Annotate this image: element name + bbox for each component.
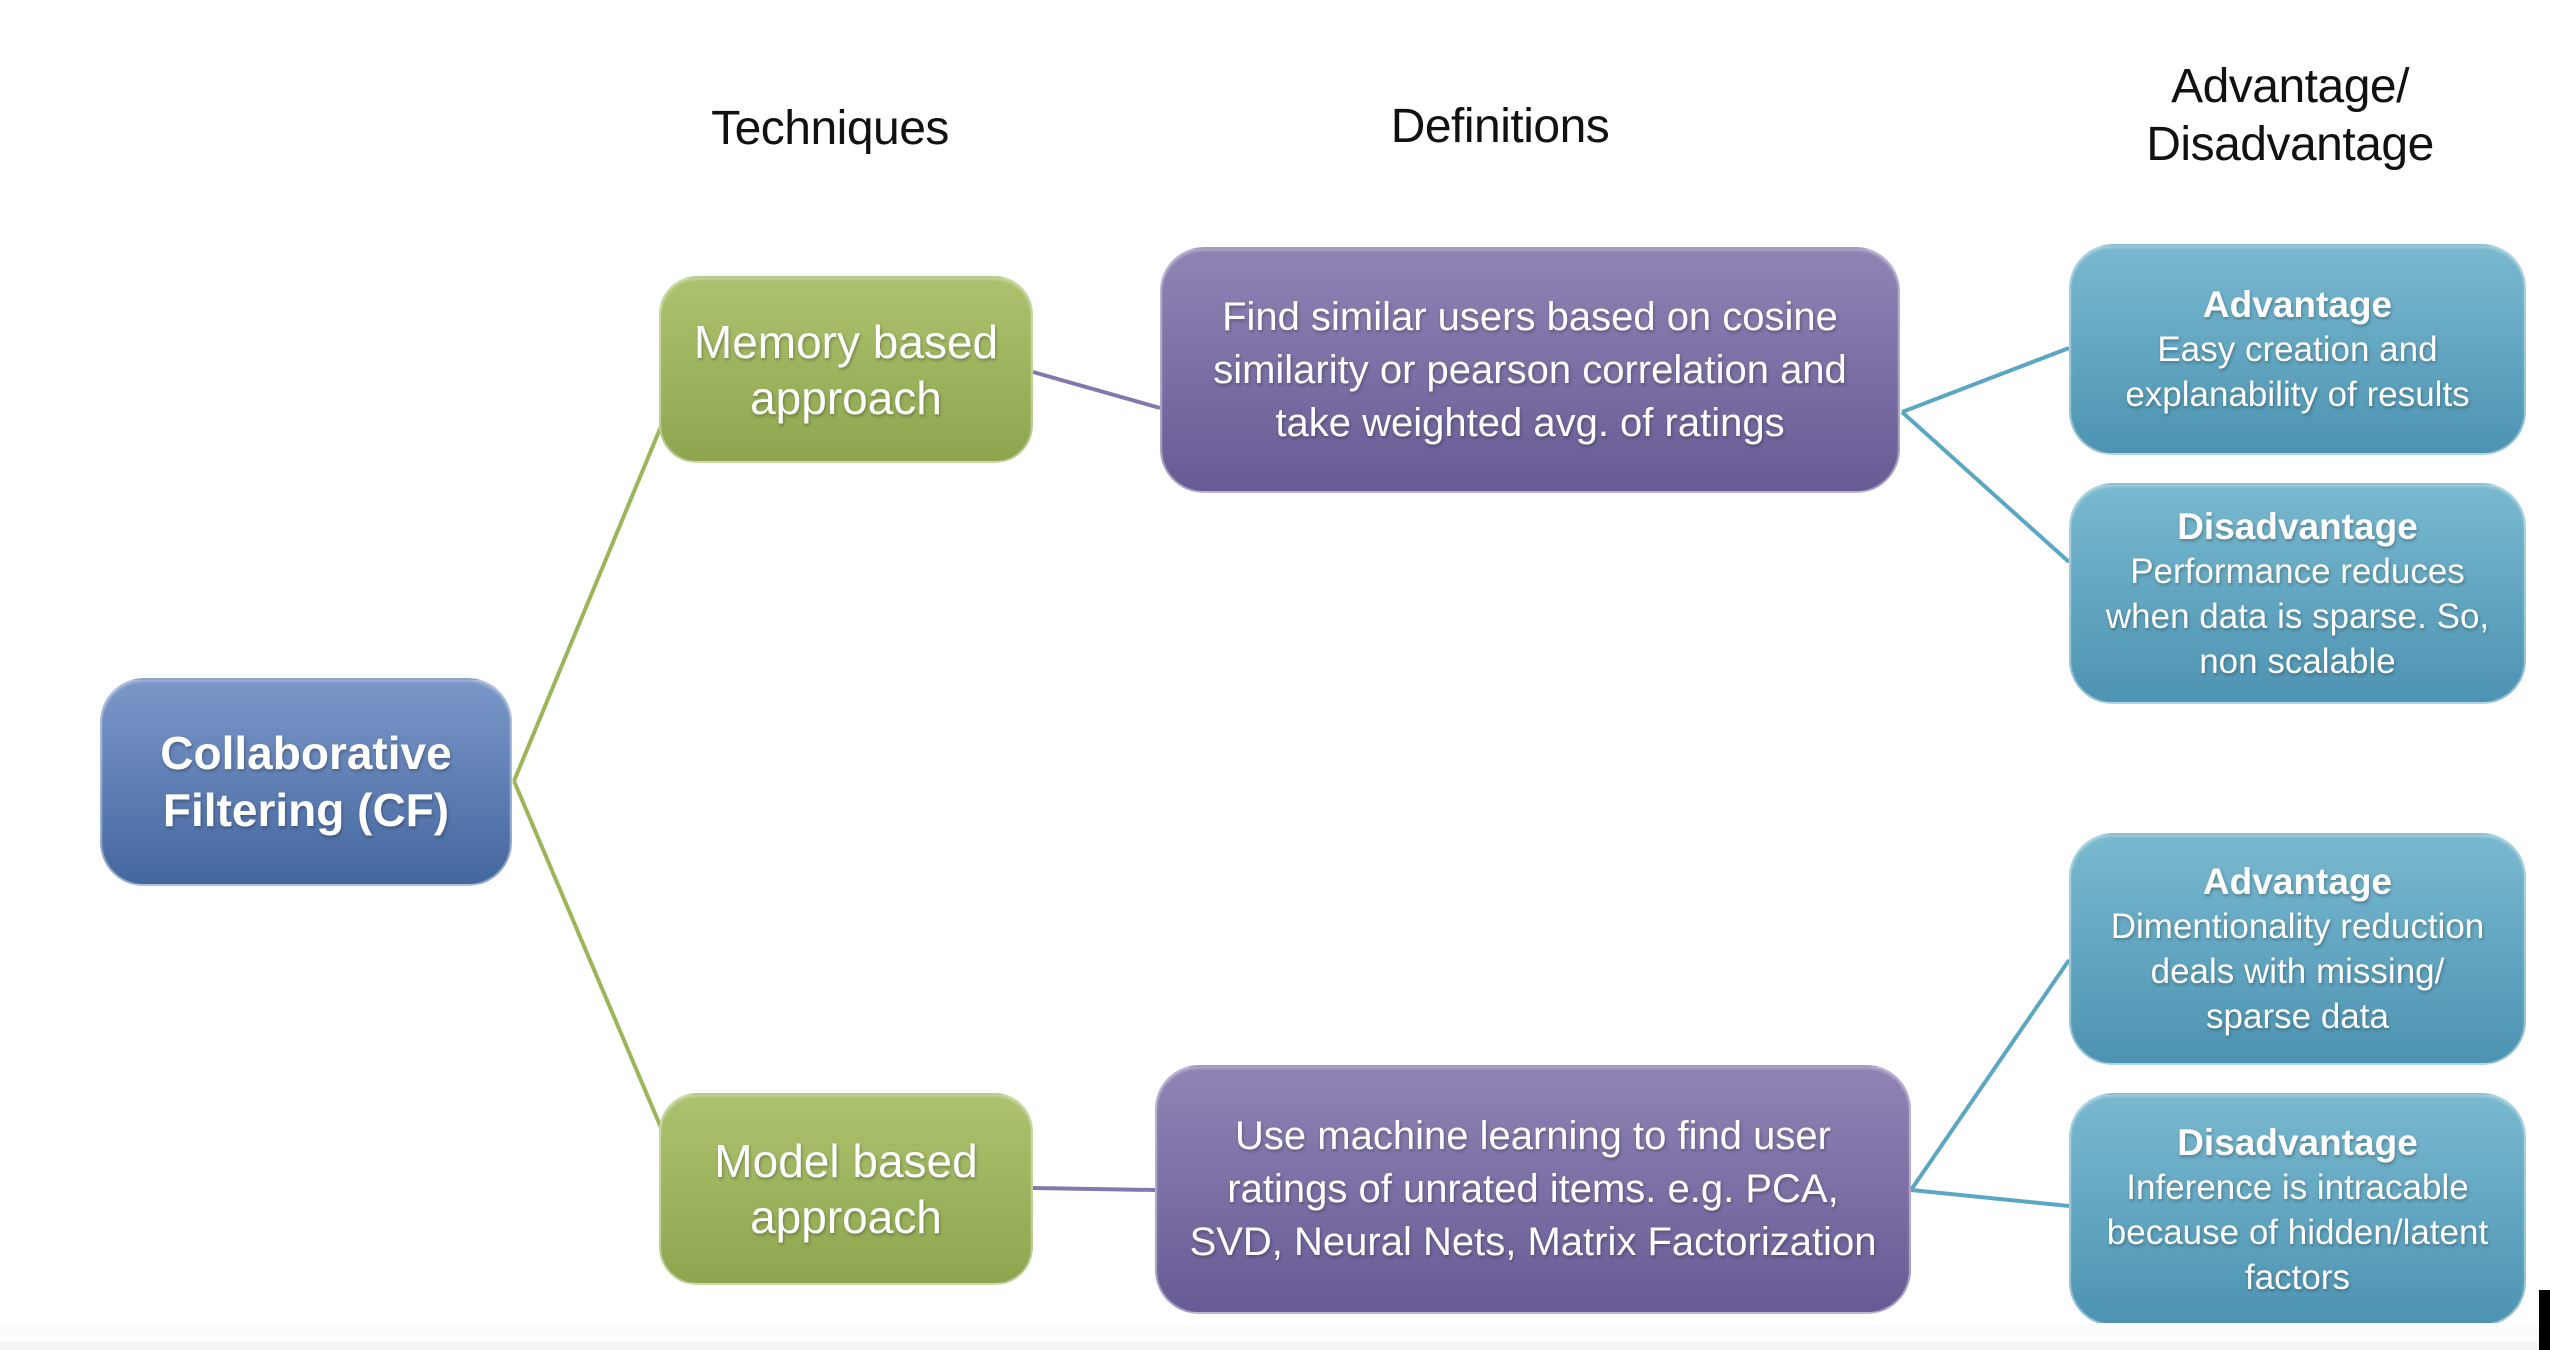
connector-memorydef-to-advantage	[1901, 346, 2070, 414]
memory-definition-text: Find similar users based on cosine simil…	[1213, 294, 1847, 445]
bottom-page-strip	[0, 1323, 2550, 1342]
root-node-label: Collaborative Filtering (CF)	[160, 727, 452, 836]
memory-advantage-node: Advantage Easy creation and explanabilit…	[2069, 244, 2526, 455]
column-header-definitions-label: Definitions	[1390, 100, 1610, 153]
column-header-advantage-disadvantage: Advantage/ Disadvantage	[2080, 58, 2500, 174]
memory-definition-node: Find similar users based on cosine simil…	[1160, 247, 1900, 493]
model-approach-node: Model based approach	[659, 1093, 1033, 1285]
memory-disadvantage-title: Disadvantage	[2177, 505, 2418, 547]
model-disadvantage-text: Inference is intracable because of hidde…	[2106, 1167, 2489, 1297]
model-advantage-title: Advantage	[2202, 861, 2393, 902]
dark-edge-artifact	[2539, 1290, 2550, 1350]
column-header-advantage-line2: Disadvantage	[2146, 118, 2434, 171]
connector-modeldef-to-disadvantage	[1910, 1188, 2070, 1208]
connector-memorydef-to-disadvantage	[1900, 410, 2071, 564]
model-advantage-text: Dimentionality reduction deals with miss…	[2110, 907, 2485, 1036]
model-approach-label: Model based approach	[714, 1135, 978, 1243]
memory-approach-node: Memory based approach	[659, 276, 1033, 463]
connector-root-to-model	[512, 780, 664, 1131]
memory-advantage-text: Easy creation and explanability of resul…	[2125, 330, 2470, 414]
column-header-advantage-line1: Advantage/	[2171, 60, 2409, 113]
column-header-techniques: Techniques	[640, 100, 1020, 158]
model-disadvantage-title: Disadvantage	[2177, 1121, 2418, 1163]
column-header-definitions: Definitions	[1310, 98, 1690, 156]
memory-disadvantage-text: Performance reduces when data is sparse.…	[2105, 551, 2490, 681]
connector-model-to-definition	[1032, 1186, 1156, 1192]
root-node-collaborative-filtering: Collaborative Filtering (CF)	[100, 678, 512, 886]
bottom-page-strip-lower	[0, 1342, 2550, 1350]
connector-root-to-memory	[512, 423, 664, 782]
connector-modeldef-to-advantage	[1909, 958, 2071, 1192]
column-header-techniques-label: Techniques	[711, 102, 949, 155]
connector-memory-to-definition	[1032, 370, 1161, 410]
memory-approach-label: Memory based approach	[693, 315, 999, 424]
memory-disadvantage-node: Disadvantage Performance reduces when da…	[2069, 483, 2526, 704]
memory-advantage-title: Advantage	[2202, 284, 2393, 325]
model-advantage-node: Advantage Dimentionality reduction deals…	[2069, 833, 2526, 1065]
model-definition-text: Use machine learning to find user rating…	[1189, 1114, 1877, 1264]
model-definition-node: Use machine learning to find user rating…	[1155, 1065, 1911, 1314]
model-disadvantage-node: Disadvantage Inference is intracable bec…	[2069, 1093, 2526, 1326]
